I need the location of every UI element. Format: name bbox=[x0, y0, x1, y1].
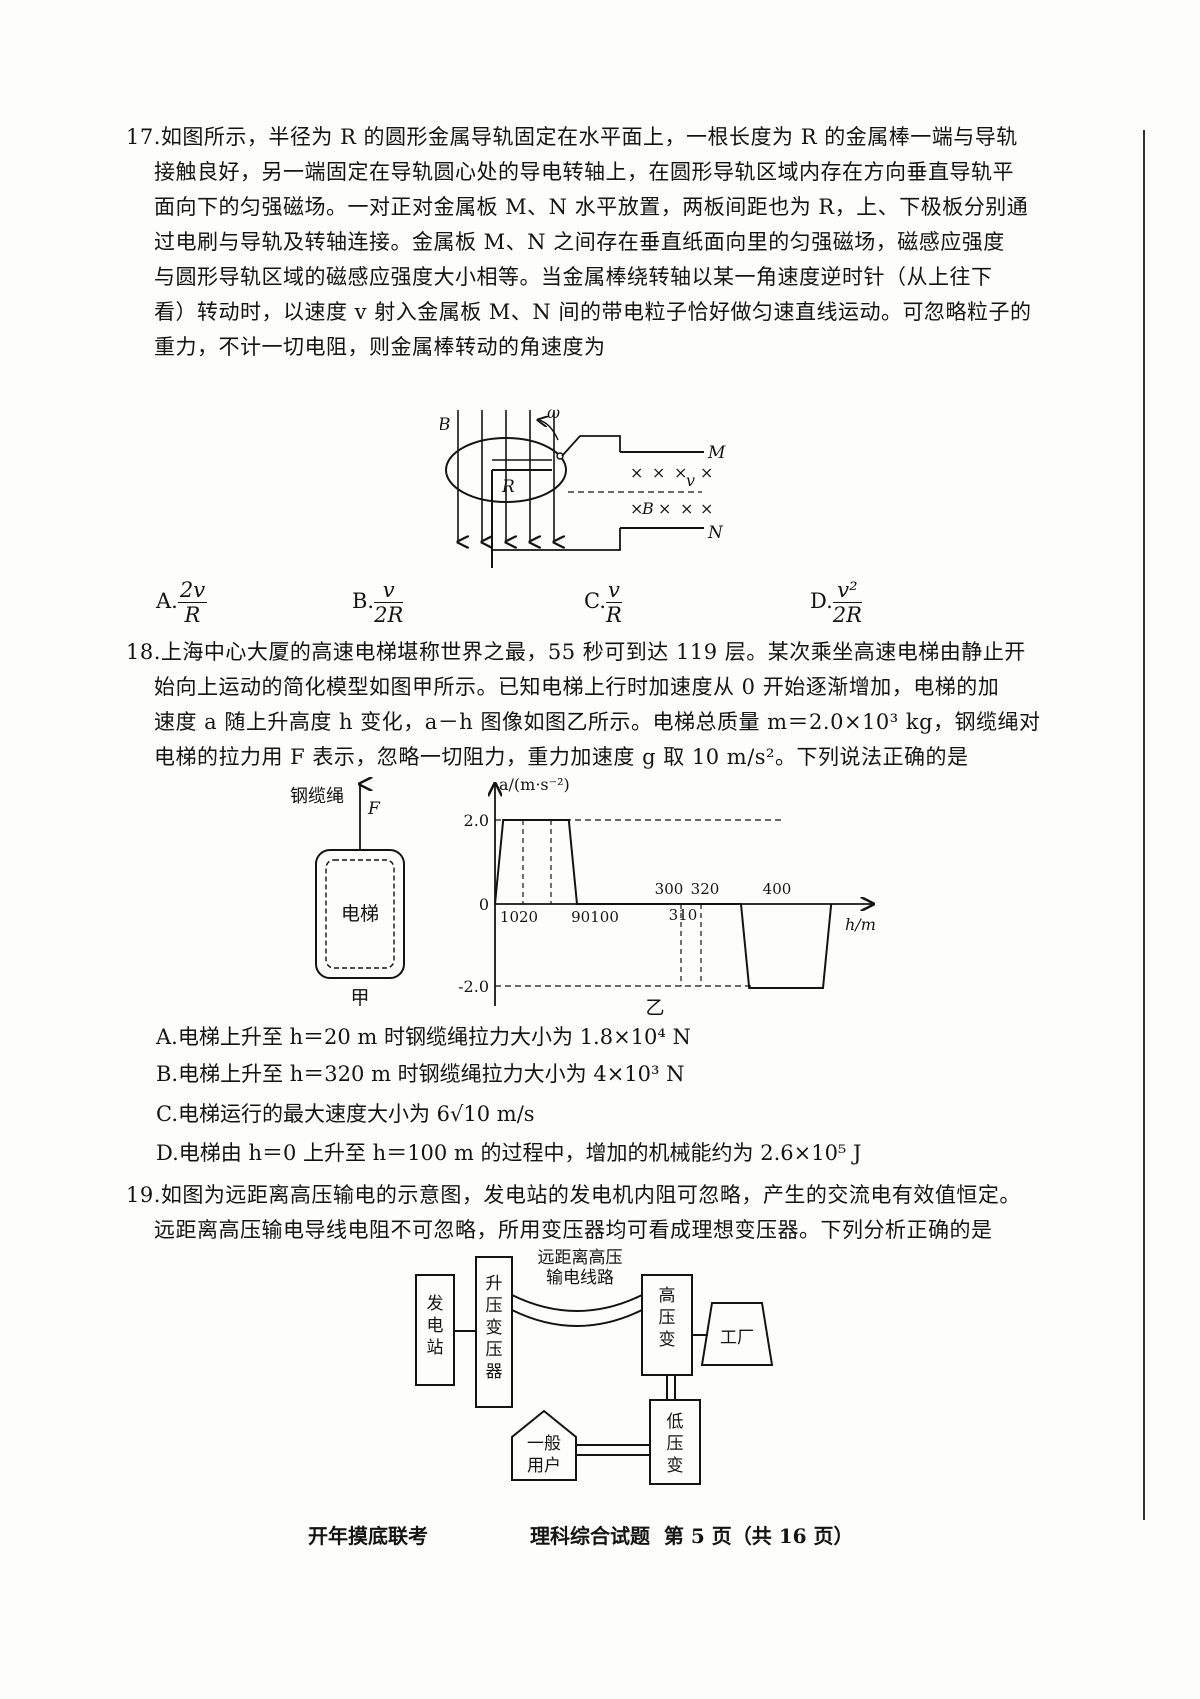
q17-line: 面向下的匀强磁场。一对正对金属板 M、N 水平放置，两板间距也为 R，上、下极板… bbox=[154, 195, 1029, 219]
caption-yi: 乙 bbox=[645, 997, 664, 1019]
q19-line: 远距离高压输电导线电阻不可忽略，所用变压器均可看成理想变压器。下列分析正确的是 bbox=[154, 1218, 993, 1242]
users-label: 一般用户 bbox=[527, 1434, 561, 1476]
x-tick-label: 300 bbox=[655, 880, 684, 898]
elevator-label: 电梯 bbox=[341, 903, 379, 925]
footer-exam-name: 开年摸底联考 bbox=[308, 1524, 428, 1548]
x-tick-label: 90100 bbox=[571, 908, 619, 926]
cable-label: 钢缆绳 bbox=[290, 786, 344, 807]
q18-line: 速度 a 随上升高度 h 变化，a－h 图像如图乙所示。电梯总质量 m＝2.0×… bbox=[154, 710, 1041, 734]
x-tick-label: 320 bbox=[691, 880, 720, 898]
q17-figure: ω B R M N × × × × × × × × v B bbox=[440, 403, 726, 568]
svg-text:×: × bbox=[700, 499, 713, 518]
q18-option-d[interactable]: D.电梯由 h＝0 上升至 h＝100 m 的过程中，增加的机械能约为 2.6×… bbox=[156, 1141, 862, 1165]
r-label: R bbox=[501, 477, 515, 497]
circular-rail bbox=[445, 437, 567, 503]
omega-label: ω bbox=[547, 403, 560, 422]
y-tick-label: -2.0 bbox=[458, 977, 489, 996]
x-tick-label: 400 bbox=[763, 880, 792, 898]
x-axis-label: h/m bbox=[845, 915, 876, 934]
q17-stem: 17.如图所示，半径为 R 的圆形金属导轨固定在水平面上，一根长度为 R 的金属… bbox=[126, 120, 1059, 365]
b2-label: B bbox=[641, 499, 654, 518]
x-tick-label: 1020 bbox=[500, 908, 538, 926]
q17-line: 17.如图所示，半径为 R 的圆形金属导轨固定在水平面上，一根长度为 R 的金属… bbox=[126, 125, 1018, 149]
footer-page-info: 理科综合试题 第 5 页（共 16 页） bbox=[530, 1524, 854, 1548]
q18-option-c[interactable]: C.电梯运行的最大速度大小为 6√10 m/s bbox=[156, 1102, 535, 1126]
svg-text:×: × bbox=[700, 463, 713, 482]
q18-line: 始向上运动的简化模型如图甲所示。已知电梯上行时加速度从 0 开始逐渐增加，电梯的… bbox=[154, 675, 1000, 699]
force-label: F bbox=[367, 799, 381, 819]
q18-stem: 18.上海中心大厦的高速电梯堪称世界之最，55 秒可到达 119 层。某次乘坐高… bbox=[126, 635, 1059, 775]
q17-line: 过电刷与导轨及转轴连接。金属板 M、N 之间存在垂直纸面向里的匀强磁场，磁感应强… bbox=[154, 230, 1005, 254]
q19-stem: 19.如图为远距离高压输电的示意图，发电站的发电机内阻可忽略，产生的交流电有效值… bbox=[126, 1178, 1059, 1248]
q18-line: 18.上海中心大厦的高速电梯堪称世界之最，55 秒可到达 119 层。某次乘坐高… bbox=[126, 640, 1026, 664]
q17-line: 重力，不计一切电阻，则金属棒转动的角速度为 bbox=[154, 335, 606, 359]
q18-option-a[interactable]: A.电梯上升至 h＝20 m 时钢缆绳拉力大小为 1.8×10⁴ N bbox=[156, 1025, 691, 1049]
hv-substation-label: 高压变 bbox=[659, 1286, 676, 1350]
transmission-line-label-1: 远距离高压 bbox=[538, 1248, 623, 1268]
q19-line: 19.如图为远距离高压输电的示意图，发电站的发电机内阻可忽略，产生的交流电有效值… bbox=[126, 1183, 1021, 1207]
y-tick-label: 0 bbox=[479, 895, 489, 914]
v-label: v bbox=[686, 471, 695, 490]
omega-arrow bbox=[538, 420, 559, 441]
factory-shape bbox=[700, 1302, 774, 1366]
svg-text:×: × bbox=[630, 463, 643, 482]
y-axis-label: a/(m·s⁻²) bbox=[499, 775, 570, 794]
factory-label: 工厂 bbox=[720, 1328, 754, 1348]
station-label: 发电站 bbox=[427, 1294, 444, 1358]
a-h-chart: a/(m·s⁻²) h/m 2.0 0 -2.0 1020 90100 300 … bbox=[458, 775, 876, 1019]
x-tick-label: 310 bbox=[669, 906, 698, 924]
svg-text:×: × bbox=[674, 463, 687, 482]
b-label: B bbox=[440, 415, 451, 435]
users-house bbox=[511, 1409, 577, 1481]
elevator-car bbox=[315, 849, 405, 979]
elevator-figure: 钢缆绳 F 电梯 甲 bbox=[290, 770, 405, 1009]
m-label: M bbox=[707, 443, 726, 463]
svg-text:×: × bbox=[652, 463, 665, 482]
q17-line: 看）转动时，以速度 v 射入金属板 M、N 间的带电粒子恰好做匀速直线运动。可忽… bbox=[154, 300, 1032, 324]
step-up-label: 升压变压器 bbox=[486, 1274, 503, 1382]
n-label: N bbox=[707, 523, 724, 543]
power-transmission-diagram: 发电站 升压变压器 远距离高压 输电线路 高压变 工厂 低压变 一般用户 bbox=[415, 1248, 774, 1485]
margin-rule bbox=[1143, 130, 1145, 1520]
q18-option-b[interactable]: B.电梯上升至 h＝320 m 时钢缆绳拉力大小为 4×10³ N bbox=[156, 1062, 685, 1086]
svg-text:×: × bbox=[630, 499, 643, 518]
transmission-line-label-2: 输电线路 bbox=[546, 1268, 614, 1288]
a-h-curve bbox=[494, 819, 833, 989]
q17-line: 接触良好，另一端固定在导轨圆心处的导电转轴上，在圆形导轨区域内存在方向垂直导轨平 bbox=[154, 160, 1014, 184]
caption-jia: 甲 bbox=[350, 987, 369, 1009]
svg-text:×: × bbox=[680, 499, 693, 518]
y-tick-label: 2.0 bbox=[464, 811, 489, 830]
q17-line: 与圆形导轨区域的磁感应强度大小相等。当金属棒绕转轴以某一角速度逆时针（从上往下 bbox=[154, 265, 993, 289]
q18-line: 电梯的拉力用 F 表示，忽略一切阻力，重力加速度 g 取 10 m/s²。下列说… bbox=[154, 745, 969, 769]
lv-substation-label: 低压变 bbox=[667, 1412, 684, 1476]
svg-text:×: × bbox=[658, 499, 671, 518]
